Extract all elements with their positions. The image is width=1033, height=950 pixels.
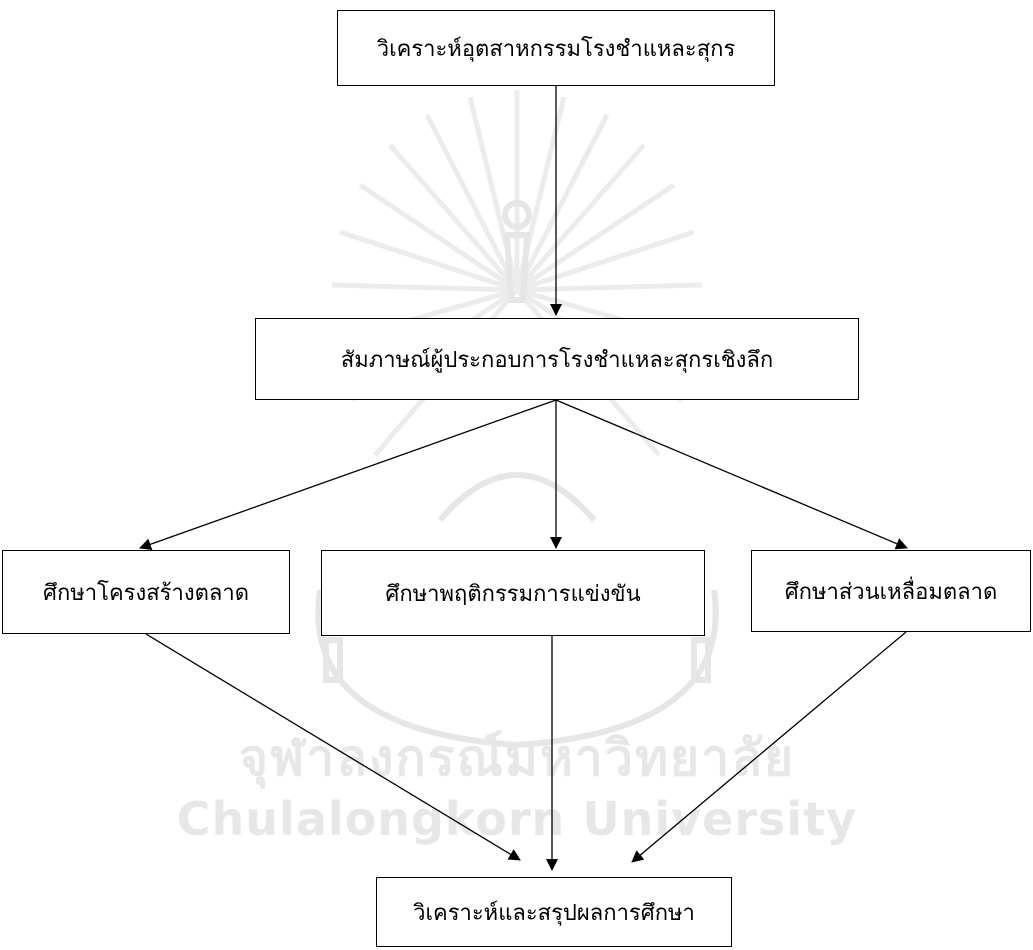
arrow-market-structure-to-conclusion	[145, 633, 521, 861]
competitive-behavior-box: ศึกษาพฤติกรรมการแข่งขัน	[321, 550, 705, 636]
market-share-box: ศึกษาส่วนเหลื่อมตลาด	[751, 550, 1031, 632]
arrow-market-share-to-conclusion	[631, 631, 907, 863]
market-structure-box: ศึกษาโครงสร้างตลาด	[2, 550, 290, 634]
industry-analysis-label: วิเคราะห์อุตสาหกรรมโรงชำแหละสุกร	[376, 36, 736, 62]
conclusion-label: วิเคราะห์และสรุปผลการศึกษา	[413, 900, 695, 926]
market-structure-label: ศึกษาโครงสร้างตลาด	[43, 580, 249, 606]
industry-analysis-box: วิเคราะห์อุตสาหกรรมโรงชำแหละสุกร	[337, 10, 775, 86]
competitive-behavior-label: ศึกษาพฤติกรรมการแข่งขัน	[385, 581, 641, 607]
conclusion-box: วิเคราะห์และสรุปผลการศึกษา	[376, 877, 732, 947]
market-share-label: ศึกษาส่วนเหลื่อมตลาด	[784, 579, 998, 605]
watermark-university-name-en: Chulalongkorn University	[177, 792, 857, 846]
in-depth-interview-label: สัมภาษณ์ผู้ประกอบการโรงชำแหละสุกรเชิงลึก	[340, 347, 774, 373]
arrow-interview-to-market-share	[555, 399, 908, 550]
in-depth-interview-box: สัมภาษณ์ผู้ประกอบการโรงชำแหละสุกรเชิงลึก	[255, 318, 859, 400]
watermark-university-name-th: จุฬาลงกรณ์มหาวิทยาลัย	[239, 729, 795, 789]
arrow-interview-to-market-structure	[139, 399, 557, 550]
